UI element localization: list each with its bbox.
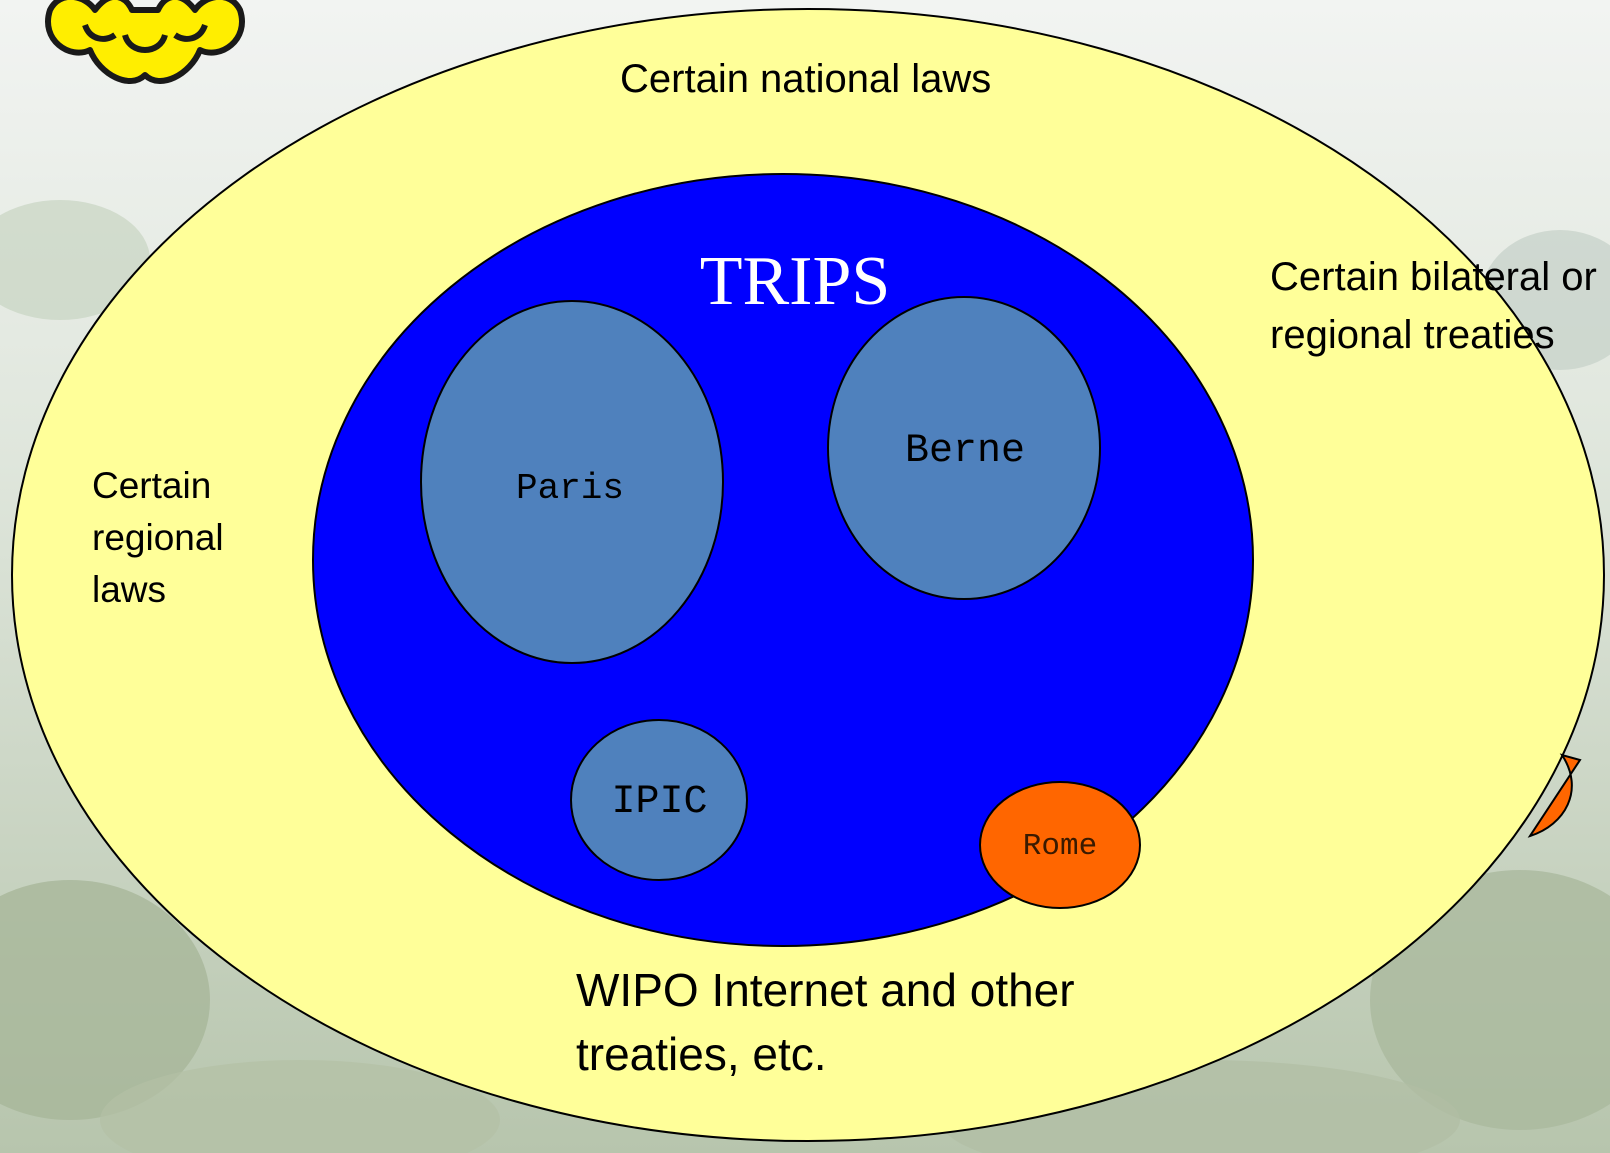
paris-label: Paris [515,468,625,509]
university-logo-icon [45,0,245,84]
rome-overflow-shape [1527,753,1582,838]
ipic-label: IPIC [611,780,708,825]
wipo-treaties-label: WIPO Internet and other treaties, etc. [576,964,1075,1080]
bilateral-treaties-label: Certain bilateral or regional treaties [1270,255,1597,357]
rome-label: Rome [1022,829,1098,864]
berne-circle [827,296,1101,600]
paris-circle [420,300,724,664]
berne-label: Berne [904,429,1026,474]
regional-laws-label: Certain regional laws [92,465,224,610]
ipic-circle [570,719,748,881]
trips-title: TRIPS [699,243,891,320]
national-laws-label: Certain national laws [620,57,992,101]
rome-circle [979,781,1141,909]
